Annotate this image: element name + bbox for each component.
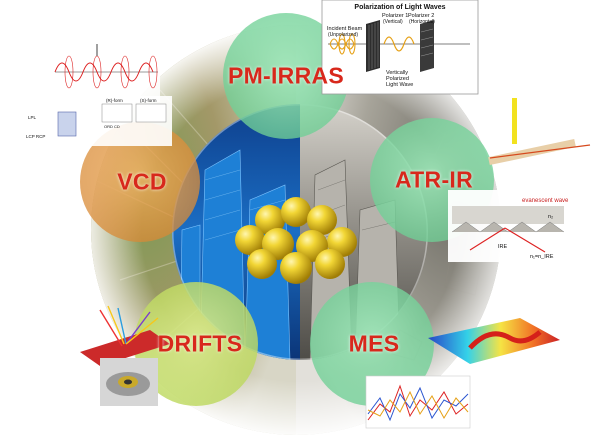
pm-irras-bubble	[223, 13, 349, 139]
svg-text:(S)-form: (S)-form	[140, 98, 157, 103]
svg-text:ORD CD: ORD CD	[104, 124, 120, 129]
drifts-bubble	[134, 282, 258, 406]
technique-label-drifts: DRIFTS	[157, 330, 243, 357]
atr-setup-inset	[488, 98, 591, 166]
svg-text:LPL: LPL	[28, 115, 37, 120]
technique-label-pm-irras: PM-IRRAS	[227, 62, 345, 89]
polarizer-icon	[366, 20, 380, 72]
technique-label-atr-ir: ATR-IR	[394, 166, 474, 193]
spectrometer-icon	[100, 358, 158, 406]
svg-text:n₁=n_IRE: n₁=n_IRE	[530, 254, 554, 260]
svg-text:(Horizontal): (Horizontal)	[409, 19, 435, 25]
svg-text:Polarizer 1: Polarizer 1	[382, 13, 408, 19]
technique-label-mes: MES	[348, 330, 400, 357]
svg-text:Polarized: Polarized	[386, 76, 409, 82]
spectra-inset	[365, 375, 471, 429]
heatmap-inset	[428, 318, 560, 364]
svg-text:LCP RCP: LCP RCP	[26, 134, 45, 139]
svg-text:Vertically: Vertically	[386, 70, 408, 76]
vcd-bubble	[80, 122, 200, 242]
polarization-title: Polarization of Light Waves	[354, 4, 445, 11]
svg-text:(Vertical): (Vertical)	[383, 19, 403, 25]
svg-text:(R)-form: (R)-form	[106, 98, 123, 103]
svg-text:Polarizer 2: Polarizer 2	[408, 13, 434, 19]
mes-bubble	[310, 282, 434, 406]
vcd-setup-inset: LPL LCP RCP (R)-form (S)-form ORD CD	[22, 96, 172, 146]
svg-text:(Unpolarized): (Unpolarized)	[328, 32, 358, 38]
svg-text:Light Wave: Light Wave	[386, 82, 413, 88]
svg-text:n₂: n₂	[548, 214, 553, 220]
nanoparticle-cluster-icon	[235, 197, 357, 284]
svg-text:IRE: IRE	[498, 244, 508, 250]
evanescent-wave-inset: evanescent wave IRE n₂ n₁=n_IRE	[448, 190, 569, 262]
drifts-beam-inset	[80, 305, 170, 366]
svg-text:Incident Beam: Incident Beam	[327, 26, 363, 32]
circular-polarization-inset	[50, 40, 160, 102]
technique-label-vcd: VCD	[117, 168, 167, 195]
polarization-inset: Polarization of Light Waves Polarizer 1 …	[321, 0, 479, 95]
svg-text:evanescent wave: evanescent wave	[522, 198, 569, 204]
